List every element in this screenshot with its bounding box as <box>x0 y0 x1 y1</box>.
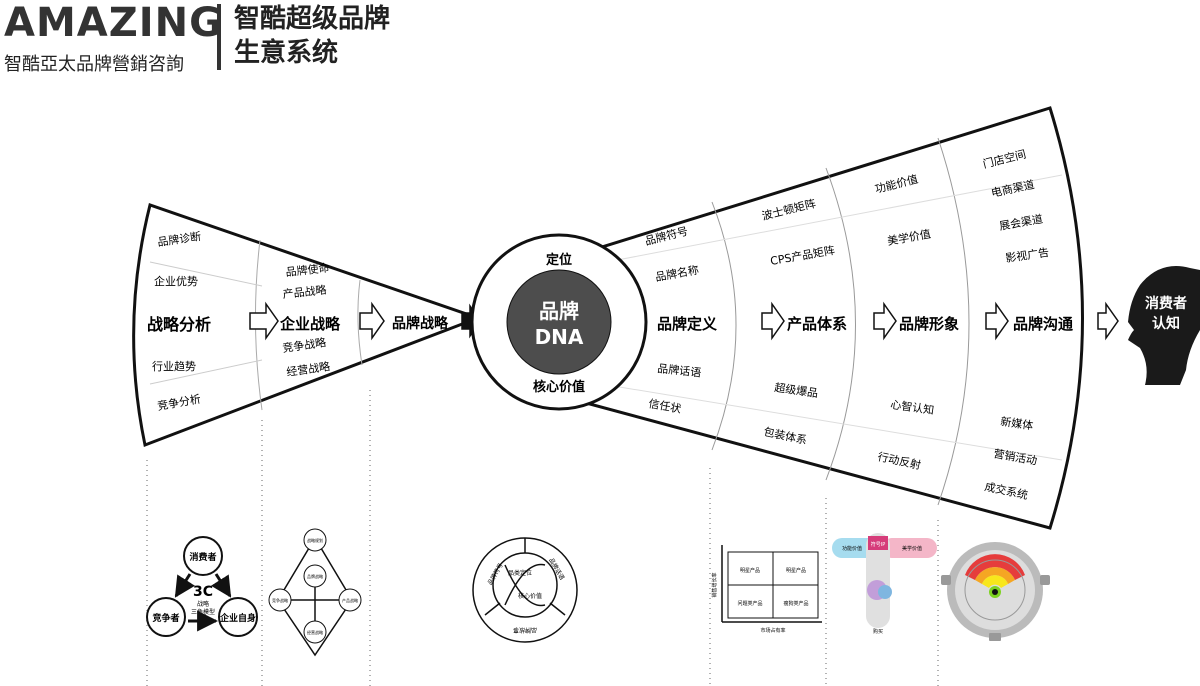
left-item-2: 企业优势 <box>154 274 198 288</box>
c3-center-sub2: 三角模型 <box>191 608 215 616</box>
c3-node-competitor: 竞争者 <box>151 612 179 624</box>
left-fan: 品牌诊断 企业优势 行业趋势 竞争分析 战略分析 企业战略 品牌使命 产品战略 … <box>132 203 483 448</box>
st-top: 战略规划 <box>307 537 323 543</box>
stage-enterprise-strategy: 企业战略 <box>279 315 341 333</box>
bcg-cell-1: 明星产品 <box>740 567 760 574</box>
title-line-2: 生意系统 <box>234 38 339 68</box>
t-bottom: 购买 <box>873 628 883 635</box>
page-title: 智酷超级品牌 生意系统 <box>234 2 390 70</box>
c3-node-consumer: 消费者 <box>189 551 216 563</box>
stage-product-system: 产品体系 <box>787 315 847 333</box>
c3-node-self: 企业自身 <box>219 612 256 624</box>
core-bottom-label: 核心价值 <box>533 379 585 395</box>
stage-brand-image: 品牌形象 <box>899 315 959 333</box>
right-fan: 品牌定义 产品体系 品牌形象 品牌沟通 品牌符号 品牌名称 品牌话语 信任状 波… <box>558 106 1119 530</box>
st-left: 竞争战略 <box>272 597 288 603</box>
consumer-head: 消费者 认知 <box>1128 266 1200 385</box>
right-fan-outline <box>558 106 1084 530</box>
stage-arrow-7 <box>1097 301 1119 341</box>
bcg-matrix-model: 明星产品 明星产品 问题类产品 瘦狗类产品 市场占有率 销售增长率 <box>711 545 822 634</box>
col3-bottom-1: 心智认知 <box>890 397 936 417</box>
core-top-label: 定位 <box>545 252 572 268</box>
stage2-bottom-2: 经营战略 <box>285 359 331 379</box>
col4-top-4: 影视广告 <box>1004 245 1050 265</box>
t-model: 符号IP 功能价值 美学价值 购买 <box>832 533 937 635</box>
core-center-line2: DNA <box>535 325 584 349</box>
dna-bottom: 品牌故事 <box>513 626 537 634</box>
radial-rainbow-model <box>941 542 1050 641</box>
stage-strategy-analysis: 战略分析 <box>147 315 211 334</box>
col2-bottom-1: 超级爆品 <box>774 380 820 400</box>
t-top: 符号IP <box>871 541 886 548</box>
c3-center: 3C <box>193 584 213 600</box>
bcg-ylabel: 销售增长率 <box>711 572 718 597</box>
stage-arrow-6 <box>985 301 1009 341</box>
col1-bottom-1: 品牌话语 <box>657 361 702 380</box>
dna-center-2: 核心价值 <box>518 592 542 600</box>
t-left: 功能价值 <box>842 545 862 552</box>
strategy-triangle-model: 战略规划 竞争战略 产品战略 经营战略 品牌战略 <box>268 528 362 657</box>
left-fan-outline <box>132 203 483 448</box>
stage2-top-2: 产品战略 <box>282 282 327 301</box>
bcg-cell-3: 问题类产品 <box>737 600 762 607</box>
bcg-xlabel: 市场占有率 <box>760 627 785 634</box>
head-silhouette-icon <box>1128 266 1200 385</box>
st-center: 品牌战略 <box>307 573 323 579</box>
brand-subtitle: 智酷亞太品牌營銷咨詢 <box>4 54 184 75</box>
header-divider <box>217 4 221 70</box>
col4-bottom-1: 新媒体 <box>1000 414 1035 432</box>
dna-center-1: 品类定位 <box>508 569 532 577</box>
stage-arrow-2 <box>359 301 385 341</box>
st-bottom: 经营战略 <box>307 629 323 635</box>
core-inner-circle <box>506 269 612 375</box>
brand-logo: AMAZING <box>4 0 223 46</box>
stage2-bottom-1: 竞争战略 <box>281 335 327 355</box>
left-item-3: 行业趋势 <box>152 360 196 373</box>
core-center-line1: 品牌 <box>539 299 579 323</box>
stage-arrow-1 <box>249 301 279 341</box>
stage-brand-strategy: 品牌战略 <box>392 315 449 332</box>
st-right: 产品战略 <box>342 597 358 603</box>
consumer-line1: 消费者 <box>1145 295 1187 312</box>
brand-dna-core: 定位 品牌 DNA 核心价值 <box>470 233 648 411</box>
c3-center-sub1: 战略 <box>197 600 209 608</box>
dna-wheel-model: 品类定位 核心价值 品牌符号 品牌话语 品牌故事 <box>472 537 578 643</box>
stage-brand-definition: 品牌定义 <box>657 315 717 333</box>
title-line-1: 智酷超级品牌 <box>234 4 391 34</box>
bcg-cell-4: 瘦狗类产品 <box>783 600 808 607</box>
t-right: 美学价值 <box>902 545 922 552</box>
stage-arrow-5 <box>873 301 897 341</box>
c3-model: 消费者 竞争者 企业自身 3C 战略 三角模型 <box>146 536 258 637</box>
stage-arrow-4 <box>761 301 785 341</box>
stage-brand-communication: 品牌沟通 <box>1013 315 1073 333</box>
consumer-line2: 认知 <box>1152 315 1180 332</box>
bcg-cell-2: 明星产品 <box>786 567 806 574</box>
col1-bottom-2: 信任状 <box>647 396 682 416</box>
left-item-1: 品牌诊断 <box>156 229 202 249</box>
stage2-top-1: 品牌使命 <box>285 260 330 279</box>
